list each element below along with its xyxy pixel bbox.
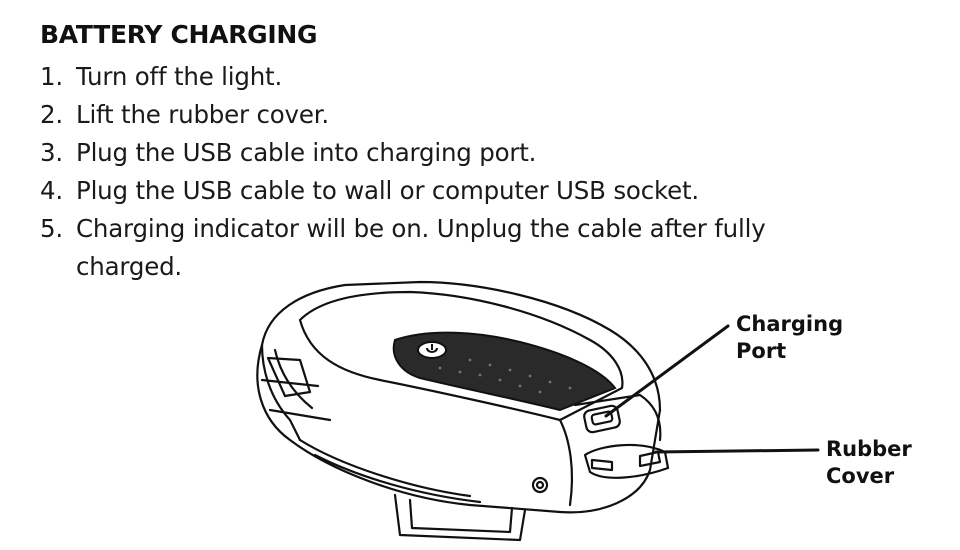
charging-port-leader [604,324,730,418]
device-top-shell [298,290,624,422]
step-item: 2. Lift the rubber cover. [40,96,796,134]
step-text: Charging indicator will be on. Unplug th… [76,214,766,281]
device-top-panel [392,331,617,412]
step-number: 4. [40,176,63,205]
section-heading: BATTERY CHARGING [40,20,318,49]
rubber-cover-label: Rubber Cover [826,437,912,488]
step-item: 4. Plug the USB cable to wall or compute… [40,172,796,210]
step-text: Turn off the light. [76,62,283,91]
charging-port-opening [583,404,621,434]
charging-port-label: Charging Port [736,312,844,363]
step-item: 3. Plug the USB cable into charging port… [40,134,796,172]
device-front-lens [260,343,314,442]
power-icon [417,341,447,359]
step-number: 1. [40,62,63,91]
step-number: 3. [40,138,63,167]
device-mount [393,493,527,542]
device-body [256,280,662,514]
step-item: 5. Charging indicator will be on. Unplug… [40,210,796,286]
step-number: 2. [40,100,63,129]
rubber-cover-leader [654,448,820,454]
steps-list: 1. Turn off the light. 2. Lift the rubbe… [40,58,796,286]
step-number: 5. [40,214,63,243]
step-text: Plug the USB cable into charging port. [76,138,537,167]
step-text: Plug the USB cable to wall or computer U… [76,176,699,205]
step-item: 1. Turn off the light. [40,58,796,96]
step-text: Lift the rubber cover. [76,100,329,129]
rubber-cover-flap [583,443,670,479]
